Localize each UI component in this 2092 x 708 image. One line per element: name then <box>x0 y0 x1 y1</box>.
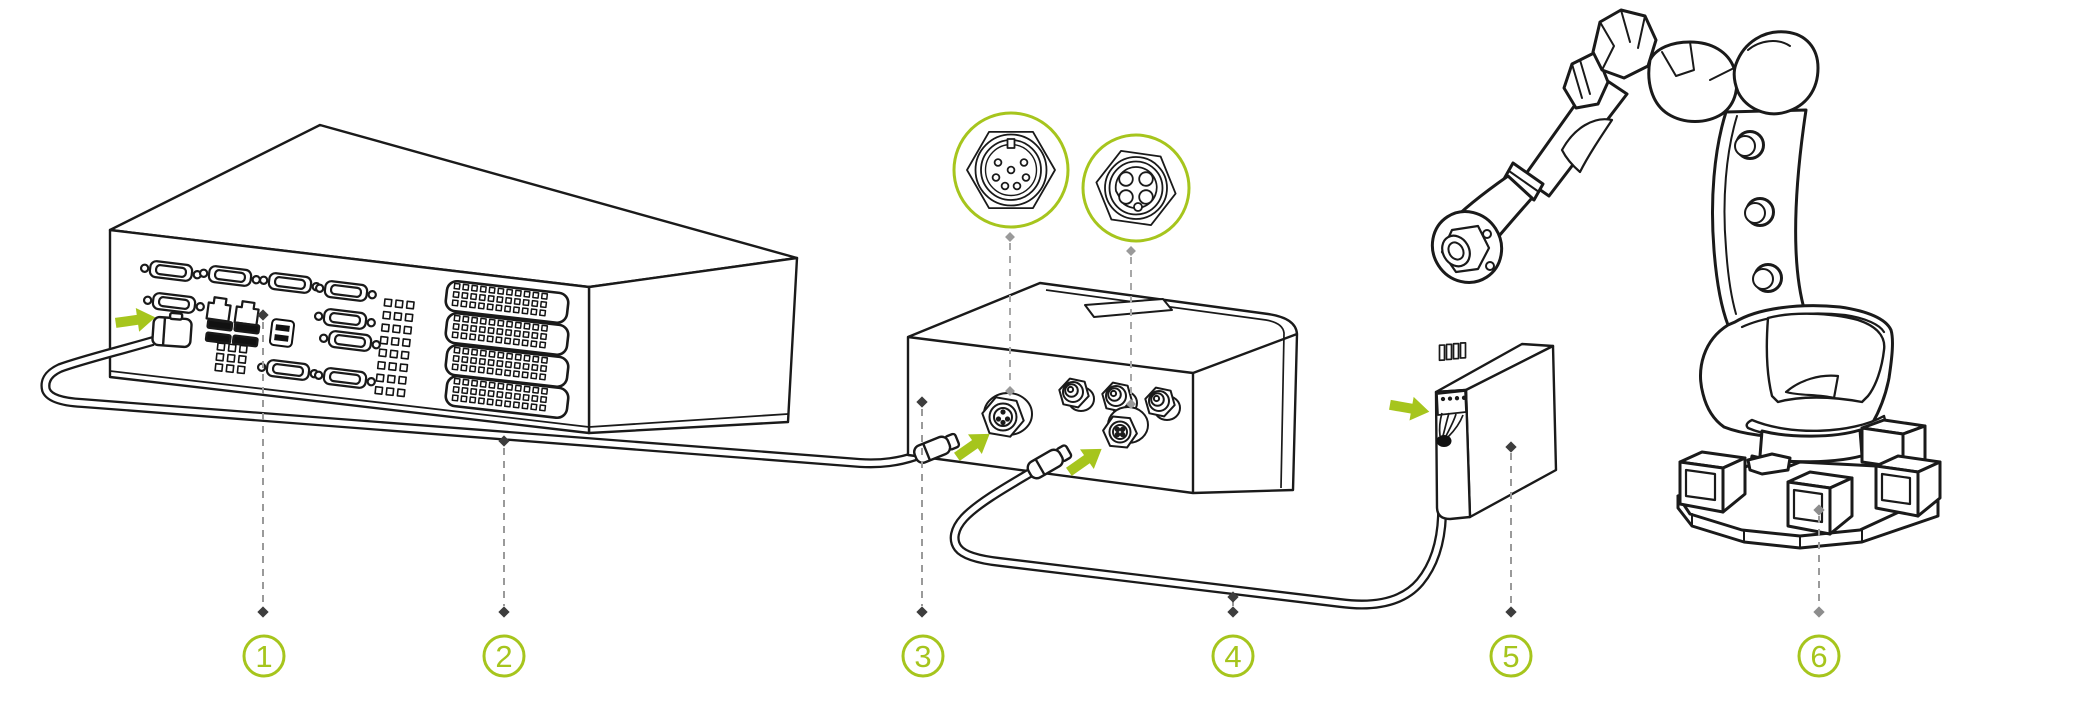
robot-camera-head <box>1430 174 1534 284</box>
callout-2-label: 2 <box>495 639 512 674</box>
detail-badge-m12-4pin <box>1081 133 1191 243</box>
base-block-left <box>1678 450 1747 514</box>
robot-forearm <box>1502 72 1629 202</box>
controller-m12-socket-a <box>981 392 1033 438</box>
detail-badge-m12-8pin <box>952 111 1070 229</box>
base-block-front <box>1786 470 1854 536</box>
arrow-to-terminal <box>1387 393 1432 424</box>
callout-1-label: 1 <box>255 639 272 674</box>
robot-arm <box>1430 8 1942 550</box>
robot-upper-arm-column <box>1711 108 1808 327</box>
base-block-right <box>1874 454 1942 518</box>
callout-6-label: 6 <box>1810 639 1827 674</box>
m12-8pin-connector-face-icon <box>966 131 1056 209</box>
pc-vent-grid-tall <box>374 298 415 398</box>
callout-2: 2 <box>482 634 526 678</box>
leader-lines <box>262 243 1820 606</box>
callout-6: 6 <box>1797 634 1841 678</box>
callout-3-label: 3 <box>914 639 931 674</box>
terminal-front-face <box>1434 388 1472 521</box>
robot-base <box>1676 418 1942 550</box>
callout-4: 4 <box>1211 634 1255 678</box>
m12-4pin-connector-face-icon <box>1095 150 1177 226</box>
robot-elbow <box>1562 8 1820 123</box>
callout-5: 5 <box>1489 634 1533 678</box>
camera-controller-box <box>906 281 1299 495</box>
pc-right-face <box>587 256 799 435</box>
callout-3: 3 <box>901 634 945 678</box>
callouts: 1 2 3 4 5 6 <box>242 634 1841 678</box>
terminal-wires <box>1436 412 1464 447</box>
callout-5-label: 5 <box>1502 639 1519 674</box>
robot-body <box>1699 304 1894 440</box>
controller-top-label-slot <box>1084 298 1173 318</box>
terminal-connector-block <box>1434 341 1558 521</box>
controller-terminal-cable <box>949 447 1448 610</box>
controller-m12-socket-b <box>1102 406 1149 449</box>
callout-4-label: 4 <box>1224 639 1241 674</box>
pc-interface-cable <box>40 336 918 469</box>
industrial-pc <box>108 123 799 435</box>
pc-power-plug <box>151 311 193 349</box>
pc-usb-ports <box>204 318 296 348</box>
callout-1: 1 <box>242 634 286 678</box>
pc-dvi-ports <box>444 279 570 420</box>
terminal-4pin-connector <box>1436 341 1467 416</box>
pc-vent-grid-small <box>214 342 248 375</box>
